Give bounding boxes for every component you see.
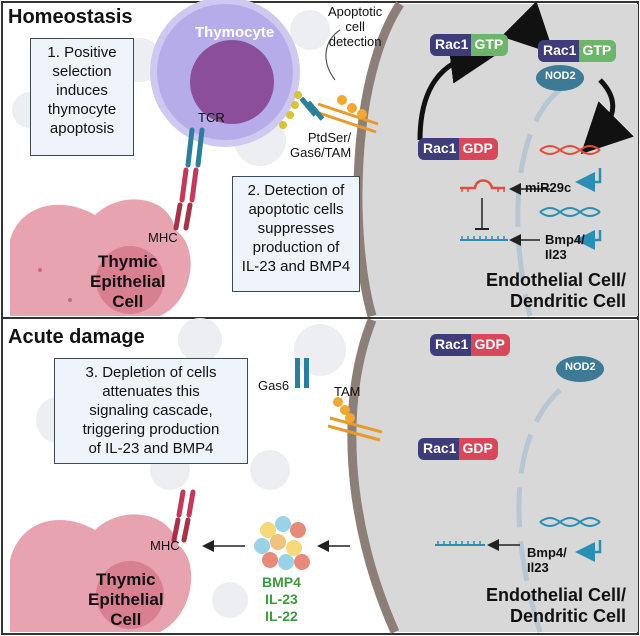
rac1-label: Rac1 — [430, 334, 472, 356]
nod2-label-top: NOD2 — [545, 70, 576, 82]
tam-receptor-top — [299, 95, 379, 134]
thymocyte-label: Thymocyte — [195, 24, 275, 41]
rac1-label: Rac1 — [538, 40, 580, 62]
gdp-label: GDP — [459, 138, 498, 160]
mhc-label-top: MHC — [148, 230, 178, 245]
nucleus-arrow — [580, 78, 634, 155]
rac1-label: Rac1 — [418, 138, 460, 160]
mrna-strand-top — [460, 236, 508, 241]
gdp-label: GDP — [471, 334, 510, 356]
dna-blue-bottom — [539, 517, 601, 527]
mhc-label-bottom: MHC — [150, 538, 180, 553]
cytokine-label: BMP4 IL-23 IL-22 — [262, 574, 301, 624]
nod2-label-bottom: NOD2 — [565, 361, 596, 373]
rac1-activation-arrow — [417, 33, 500, 141]
gtp-label: GTP — [579, 40, 617, 62]
nod2-oval-top — [536, 65, 584, 91]
tam-label: TAM — [334, 384, 361, 399]
thymic-epithelial-cell-top — [10, 199, 191, 316]
tam-receptor-bottom — [295, 358, 383, 442]
thymocyte-cell — [150, 0, 302, 147]
cell-name-bottom: Endothelial Cell/ Dendritic Cell — [485, 585, 626, 626]
mir29c-label: miR29c — [525, 180, 572, 195]
tcr-label: TCR — [198, 110, 225, 125]
gdp-label: GDP — [459, 438, 498, 460]
step1-box: 1. Positive selection induces thymocyte … — [30, 38, 134, 156]
nod2-oval-bottom — [556, 356, 604, 382]
apoptotic-detection-label: Apoptotic cell detection — [328, 4, 383, 49]
gas6-label: Gas6 — [258, 378, 290, 393]
mhc-bottom — [171, 489, 196, 543]
gtp-label: GTP — [471, 34, 509, 56]
thymic-epithelial-cell-bottom — [10, 514, 192, 632]
dna-blue-top — [539, 207, 601, 217]
ptdser-gas6-tam-label: PtdSer/ Gas6/TAM — [290, 130, 352, 160]
tec-label-top: Thymic Epithelial Cell — [90, 252, 166, 311]
mirna-hairpin — [460, 179, 505, 192]
step3-box: 3. Depletion of cells attenuates this si… — [54, 358, 248, 464]
apoptotic-arc — [325, 29, 341, 81]
panel-title-homeostasis: Homeostasis — [8, 6, 133, 28]
tec-label-bottom: Thymic Epithelial Cell — [88, 570, 164, 629]
step2-box: 2. Detection of apoptotic cells suppress… — [232, 176, 360, 292]
mrna-strand-bottom — [435, 541, 485, 546]
rac1-label: Rac1 — [418, 438, 460, 460]
endothelial-cell-bottom — [347, 318, 638, 634]
bmp4-il23-label-bottom: Bmp4/ Il23 — [527, 545, 567, 575]
cytokine-cluster — [254, 516, 310, 570]
dna-red — [539, 145, 601, 155]
rac1-label: Rac1 — [430, 34, 472, 56]
cell-name-top: Endothelial Cell/ Dendritic Cell — [485, 270, 626, 311]
tcr-mhc-complex — [173, 127, 205, 231]
panel-title-acute-damage: Acute damage — [8, 326, 145, 348]
bmp4-il23-label-top: Bmp4/ Il23 — [545, 232, 585, 262]
